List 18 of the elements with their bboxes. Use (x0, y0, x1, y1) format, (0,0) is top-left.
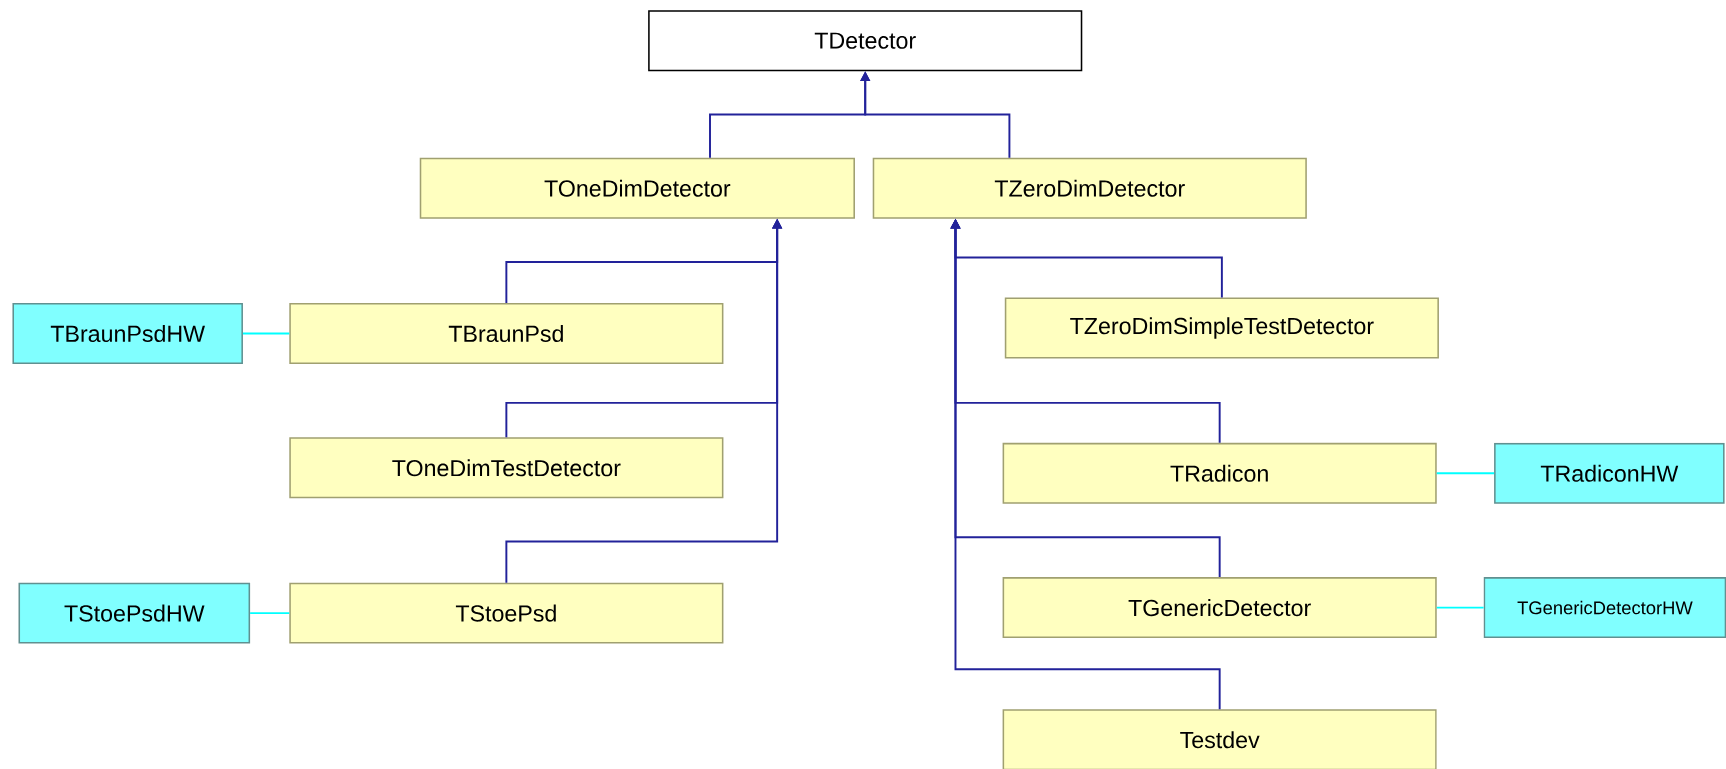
class-box: TZeroDimDetector (872, 157, 1307, 219)
class-box: Testdev (1002, 709, 1437, 769)
hardware-box: TStoePsdHW (18, 582, 251, 644)
class-box: TGenericDetector (1002, 576, 1437, 638)
connector-line (1435, 472, 1496, 475)
connector-line (249, 611, 291, 614)
hardware-box: TBraunPsdHW (12, 302, 243, 364)
class-box: TZeroDimSimpleTestDetector (1004, 297, 1439, 359)
connector-line (242, 332, 291, 335)
connector-line (1435, 606, 1485, 609)
class-box: TOneDimTestDetector (289, 437, 724, 499)
class-box: TRadicon (1002, 442, 1437, 504)
class-box: TDetector (648, 10, 1083, 71)
class-box: TOneDimDetector (419, 157, 855, 219)
hardware-box: TRadiconHW (1494, 442, 1725, 504)
class-box: TStoePsd (289, 582, 724, 644)
class-box: TBraunPsd (289, 302, 724, 364)
hardware-box: TGenericDetectorHW (1483, 576, 1726, 638)
